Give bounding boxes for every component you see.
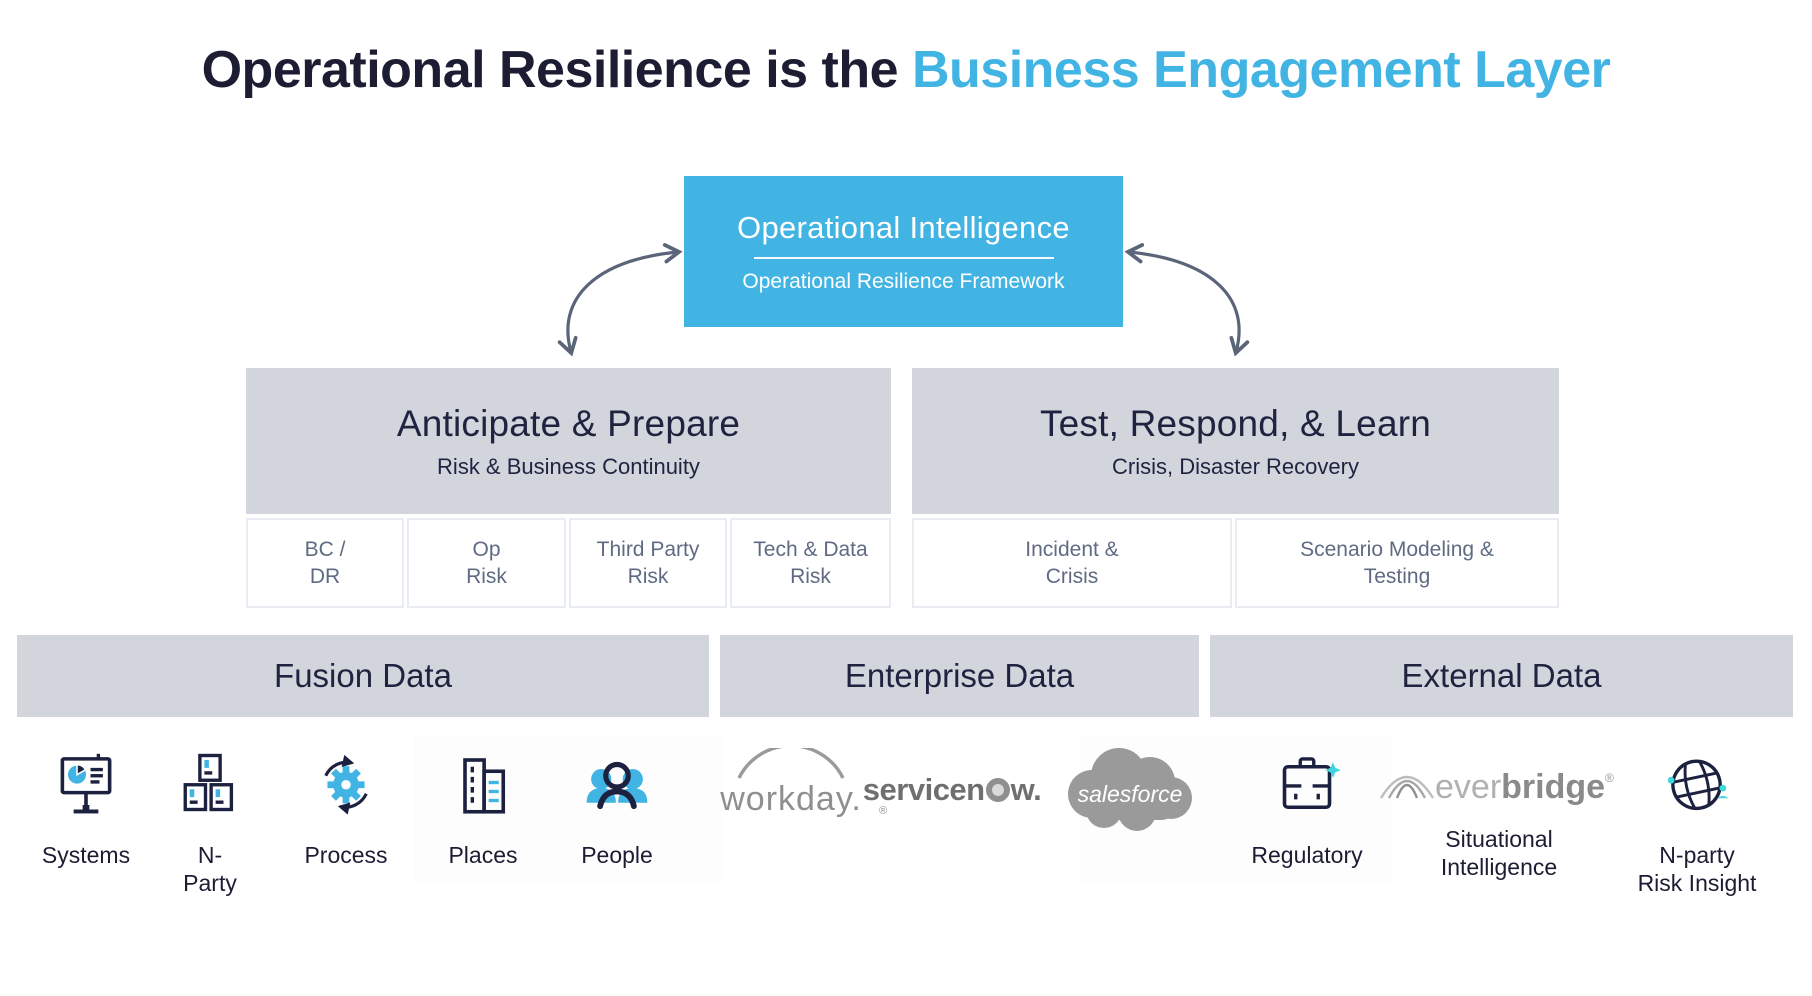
fusion-item-people: People: [542, 748, 692, 870]
icon-label: Regulatory: [1251, 842, 1363, 868]
pillar-test-respond-learn: Test, Respond, & Learn Crisis, Disaster …: [912, 368, 1559, 882]
globe-grid-icon: [1667, 759, 1729, 811]
fusion-item-places: Places: [408, 748, 558, 870]
band-enterprise-data: Enterprise Data: [720, 635, 1199, 717]
title-dark-text: Operational Resilience is the: [201, 41, 912, 99]
presentation-chart-icon: [60, 753, 112, 814]
band-fusion-data: Fusion Data: [17, 635, 709, 717]
cell-scenario-modeling-testing: Scenario Modeling & Testing: [1235, 518, 1559, 608]
cell-tech-data-risk: Tech & Data Risk: [730, 518, 891, 608]
right-curved-arrow: [1124, 243, 1250, 357]
external-item-situational-intelligence: everbridge® Situational Intelligence: [1379, 748, 1619, 881]
icon-label: Systems: [41, 842, 131, 868]
everbridge-text-light: ever: [1435, 768, 1501, 806]
servicenow-logo-text-post: w.: [1010, 772, 1042, 807]
salesforce-cloud: salesforce: [1068, 748, 1192, 831]
fusion-item-n-party: N- Party: [135, 748, 285, 897]
fusion-item-process: Process: [271, 748, 421, 870]
pillar-anticipate-prepare: Anticipate & Prepare Risk & Business Con…: [246, 368, 891, 882]
workday-logo-art: workday. ®: [719, 748, 887, 818]
workday-logo: workday. ®: [683, 748, 903, 832]
cell-third-party-risk: Third Party Risk: [569, 518, 727, 608]
page-title: Operational Resilience is the Business E…: [0, 40, 1812, 100]
cell-bc-dr: BC / DR: [246, 518, 404, 608]
external-item-n-party-risk-insight: N-party Risk Insight: [1622, 748, 1772, 897]
servicenow-logo: servicen w.: [842, 748, 1062, 832]
icon-label: Process: [304, 842, 388, 868]
icon-label: N- Party: [183, 842, 237, 896]
title-accent-text: Business Engagement Layer: [911, 41, 1611, 99]
band-external-data: External Data: [1210, 635, 1793, 717]
icon-label: People: [581, 842, 653, 868]
cell-incident-crisis: Incident & Crisis: [912, 518, 1232, 608]
everbridge-text-bold: bridge: [1501, 768, 1605, 806]
icon-label: Situational Intelligence: [1440, 826, 1558, 880]
icon-label: Places: [448, 842, 518, 868]
salesforce-logo-text: salesforce: [1078, 781, 1183, 807]
briefcase-icon: [1282, 757, 1341, 810]
pillar-subtitle: Crisis, Disaster Recovery: [1112, 453, 1359, 479]
left-curved-arrow: [557, 243, 683, 357]
pillar-subtitle: Risk & Business Continuity: [437, 453, 700, 479]
pillar-title: Anticipate & Prepare: [396, 402, 741, 444]
servicenow-logo-text-pre: servicen: [862, 772, 985, 807]
external-item-regulatory: Regulatory: [1232, 748, 1382, 870]
gear-cycle-icon: [324, 754, 368, 815]
fusion-item-systems: Systems: [11, 748, 161, 870]
top-box-subtitle: Operational Resilience Framework: [742, 269, 1065, 293]
salesforce-logo: salesforce: [1052, 738, 1202, 842]
people-group-icon: [586, 761, 648, 810]
cell-op-risk: Op Risk: [407, 518, 566, 608]
workday-logo-text: workday.: [719, 780, 862, 818]
everbridge-logo: everbridge®: [1379, 768, 1614, 806]
top-box-title: Operational Intelligence: [737, 209, 1070, 245]
buildings-icon: [463, 758, 506, 814]
operational-intelligence-box: Operational Intelligence Operational Res…: [684, 176, 1123, 327]
top-box-divider: [753, 256, 1054, 259]
everbridge-reg-mark: ®: [1605, 771, 1614, 785]
stacked-boxes-icon: [183, 753, 234, 812]
svg-text:everbridge®: everbridge®: [1435, 768, 1614, 806]
servicenow-o-ring: [985, 778, 1010, 802]
pillar-title: Test, Respond, & Learn: [1039, 402, 1432, 444]
icon-label: N-party Risk Insight: [1637, 842, 1757, 896]
workday-reg-mark: ®: [879, 805, 887, 817]
